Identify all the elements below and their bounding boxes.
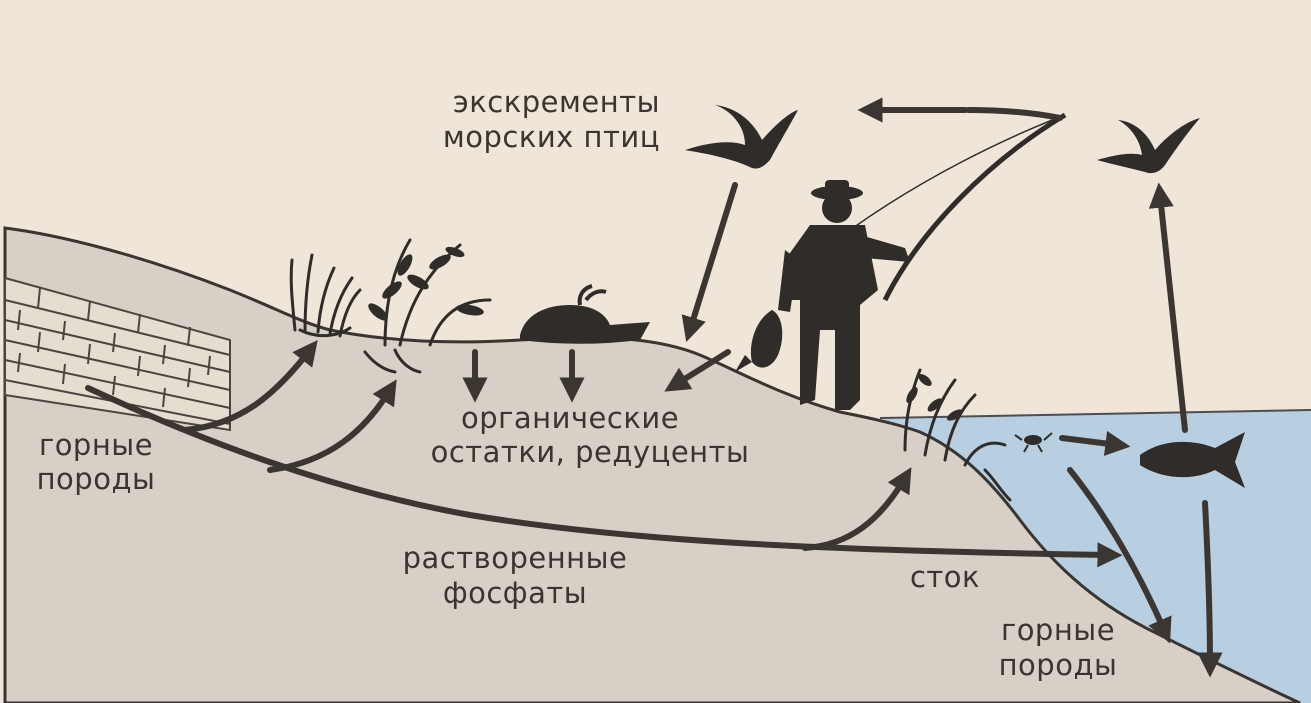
shore-plants	[903, 368, 1012, 502]
arrow-sediment-right	[1197, 500, 1223, 678]
label-dissolved-phosphates: растворенные	[403, 541, 628, 575]
arrow-fishing-to-bird	[965, 107, 1063, 121]
label-runoff: сток	[910, 560, 980, 594]
label-dissolved-phosphates-line2: фосфаты	[443, 576, 587, 610]
small-crustacean-silhouette	[1014, 432, 1053, 453]
label-organic-remains-line1: органические	[461, 401, 679, 435]
arrow-crustacean-to-fish	[1059, 430, 1131, 456]
rock-layer	[4, 276, 231, 432]
label-organic-remains-2: остатки, редуценты	[431, 435, 750, 469]
label-seabird-droppings-2: морских птиц	[443, 120, 660, 154]
label-seabird-droppings-line1: экскременты	[453, 85, 660, 119]
label-organic-remains: органические	[461, 401, 679, 435]
fish-in-water-silhouette	[1140, 432, 1245, 488]
label-dissolved-phosphates-2: фосфаты	[443, 576, 587, 610]
arrow-fish-to-remains	[664, 349, 731, 392]
label-organic-remains-line2: остатки, редуценты	[431, 435, 750, 469]
arrow-phosphates-to-shore-plants	[802, 467, 912, 551]
arrow-sediment-left	[1067, 467, 1172, 644]
label-rocks-left-2: породы	[37, 462, 156, 496]
seabird-right-silhouette	[1097, 118, 1200, 174]
label-rocks-right-line2: породы	[999, 648, 1118, 682]
fishing-rod	[882, 112, 1067, 302]
arrow-fish-to-bird	[1148, 182, 1188, 433]
seabird-left-silhouette	[685, 105, 798, 169]
label-seabird-droppings: экскременты	[453, 85, 660, 119]
dead-animal-silhouette	[520, 284, 650, 344]
label-seabird-droppings-line2: морских птиц	[443, 120, 660, 154]
label-runoff-text: сток	[910, 560, 980, 594]
fisherman-silhouette	[778, 180, 910, 410]
land-mass	[3, 226, 1301, 703]
arrow-weathering-main	[85, 385, 1123, 568]
leafy-plants-left	[363, 238, 492, 374]
arrow-bird-droppings	[681, 182, 738, 343]
label-rocks-right-line1: горные	[1001, 613, 1115, 647]
flow-arrows	[85, 97, 1223, 678]
label-rocks-left-line2: породы	[37, 462, 156, 496]
label-dissolved-phosphates-line1: растворенные	[403, 541, 628, 575]
grass-plants-left	[289, 253, 362, 338]
fishing-line	[849, 114, 1066, 231]
label-rocks-right: горные	[1001, 613, 1115, 647]
label-rocks-left: горные	[39, 428, 153, 462]
label-rocks-right-2: породы	[999, 648, 1118, 682]
caught-fish-silhouette	[735, 310, 783, 372]
label-rocks-left-line1: горные	[39, 428, 153, 462]
arrow-rocks-to-plants-1	[182, 340, 318, 433]
